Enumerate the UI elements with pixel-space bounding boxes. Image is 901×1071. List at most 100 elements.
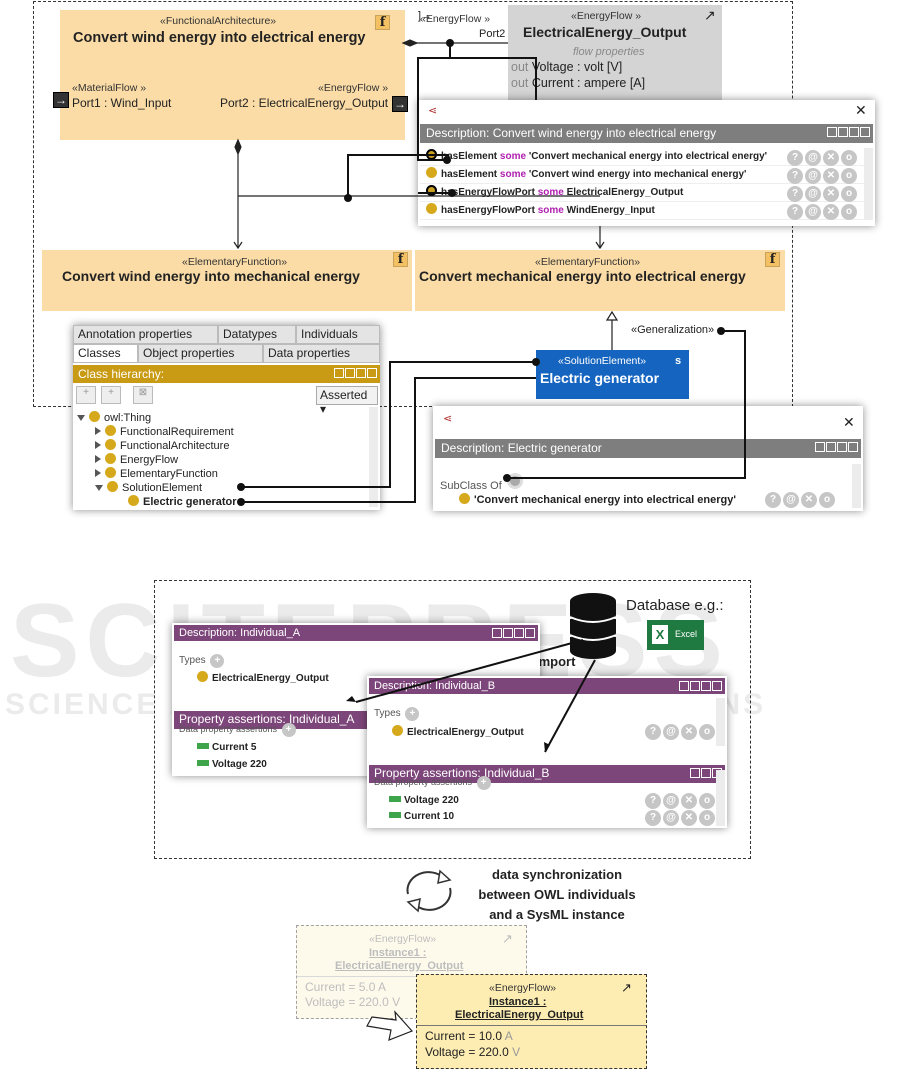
tab-data-properties[interactable]: Data properties — [263, 344, 380, 363]
type-item[interactable]: ElectricalEnergy_Output — [197, 671, 329, 684]
classes-panel[interactable]: Annotation properties Datatypes Individu… — [73, 325, 380, 510]
row-buttons[interactable]: ?@✕o — [643, 724, 715, 740]
row-buttons[interactable]: ?@✕o — [785, 203, 857, 221]
row-buttons[interactable]: ?@✕o — [785, 185, 857, 203]
database-label: Database e.g.: — [626, 597, 724, 614]
class-dot-icon — [426, 149, 437, 160]
list-item[interactable]: hasElement some 'Convert wind energy int… — [420, 166, 873, 184]
tree-item-solution-element[interactable]: SolutionElement — [95, 481, 202, 494]
tree-item-functional-architecture[interactable]: FunctionalArchitecture — [95, 439, 229, 452]
row-buttons[interactable]: ?@✕o — [763, 492, 835, 508]
tab-classes[interactable]: Classes — [73, 344, 138, 363]
subclass-item[interactable]: 'Convert mechanical energy into electric… — [459, 493, 736, 506]
list-item[interactable]: hasEnergyFlowPort some WindEnergy_Input?… — [420, 202, 873, 220]
data-property-icon — [389, 812, 401, 818]
database-frame — [154, 580, 751, 859]
material-flow-stereotype: «MaterialFlow » — [72, 82, 147, 94]
property-header-text: Property assertions: Individual_B — [374, 766, 550, 780]
list-item[interactable]: Voltage 220 — [389, 795, 459, 806]
elementary-function-mechanical-block[interactable]: «ElementaryFunction» Convert mechanical … — [415, 250, 785, 311]
instance-old-stereotype: «EnergyFlow» — [369, 933, 437, 945]
row-buttons[interactable]: ?@✕o — [785, 167, 857, 185]
list-item[interactable]: hasElement some 'Convert mechanical ener… — [420, 148, 873, 166]
function-badge-icon: f — [393, 252, 408, 267]
close-icon[interactable]: ✕ — [843, 414, 855, 430]
class-hierarchy-header: Class hierarchy: — [73, 365, 380, 383]
tree-item-owl-thing[interactable]: owl:Thing — [77, 411, 151, 424]
elementary-function-wind-block[interactable]: «ElementaryFunction» Convert wind energy… — [42, 250, 412, 311]
row-buttons[interactable]: ?@✕o — [643, 793, 715, 809]
tab-datatypes[interactable]: Datatypes — [218, 325, 296, 344]
tree-item-electric-generator[interactable]: Electric generator — [128, 495, 237, 508]
protege-logo-icon: ⋖ — [443, 413, 453, 425]
asserted-dropdown[interactable]: Asserted ▾ — [316, 386, 378, 416]
functional-architecture-block[interactable]: «FunctionalArchitecture» Convert wind en… — [60, 10, 405, 140]
header-window-buttons[interactable] — [827, 127, 870, 137]
add-type-button[interactable]: + — [405, 707, 420, 721]
row-buttons[interactable]: ?@✕o — [643, 810, 715, 826]
individual-b-description-header: Description: Individual_B — [369, 678, 725, 694]
data-property-assertions-label: Data property assertions + — [374, 776, 491, 790]
scrollbar[interactable] — [864, 148, 873, 220]
ef1-stereotype: «ElementaryFunction» — [182, 256, 288, 268]
se-stereotype: «SolutionElement» — [558, 355, 647, 367]
port1-icon[interactable]: → — [53, 92, 69, 108]
add-type-button[interactable]: + — [210, 654, 225, 668]
scrollbar[interactable] — [716, 698, 725, 746]
instance-new-block[interactable]: «EnergyFlow» ↗ Instance1 : ElectricalEne… — [416, 974, 647, 1069]
header-window-buttons[interactable] — [679, 681, 722, 691]
tree-item-elementary-function[interactable]: ElementaryFunction — [95, 467, 218, 480]
instance-old-name: Instance1 : — [369, 947, 427, 959]
individual-b-panel[interactable]: Description: Individual_B Types + Electr… — [367, 676, 727, 828]
class-dot-icon — [426, 185, 437, 196]
header-window-buttons[interactable] — [815, 442, 858, 452]
electrical-energy-output-block[interactable]: «EnergyFlow » ↗ ElectricalEnergy_Output … — [508, 5, 722, 100]
tree-item-energy-flow[interactable]: EnergyFlow — [95, 453, 178, 466]
close-icon[interactable]: ✕ — [855, 102, 867, 118]
add-assertion-button[interactable]: + — [476, 776, 491, 790]
excel-icon: X — [652, 625, 668, 644]
instance-new-name: Instance1 : — [489, 996, 547, 1008]
arrow-icon: ↗ — [502, 931, 513, 946]
energy-flow-stereotype: «EnergyFlow » — [318, 82, 389, 94]
type-item[interactable]: ElectricalEnergy_Output — [392, 725, 524, 738]
description-header-text: Description: Convert wind energy into el… — [426, 126, 717, 140]
excel-label: Excel — [675, 629, 698, 639]
add-subclass-button[interactable] — [506, 473, 523, 489]
description-panel-generator[interactable]: ⋖ ✕ Description: Electric generator SubC… — [433, 406, 863, 511]
external-port-stereotype: «EnergyFlow » — [420, 13, 491, 25]
add-subclass-icon[interactable]: + — [76, 386, 96, 404]
class-dot-icon — [459, 493, 470, 504]
list-item[interactable]: Current 10 — [389, 811, 454, 822]
generalization-label: «Generalization» — [631, 324, 715, 336]
tree-item-functional-requirement[interactable]: FunctionalRequirement — [95, 425, 234, 438]
property-header-text: Property assertions: Individual_A — [179, 712, 355, 726]
tab-object-properties[interactable]: Object properties — [138, 344, 263, 363]
instance-new-current: Current = 10.0 A — [425, 1029, 513, 1043]
list-item[interactable]: Current 5 — [197, 742, 256, 753]
description-header-text: Description: Electric generator — [441, 441, 602, 455]
port2-icon[interactable]: → — [392, 96, 408, 112]
list-item[interactable]: hasEnergyFlowPort some ElectricalEnergy_… — [420, 184, 873, 202]
tab-annotation-properties[interactable]: Annotation properties — [73, 325, 218, 344]
add-assertion-button[interactable]: + — [281, 723, 296, 737]
instance-new-voltage: Voltage = 220.0 V — [425, 1045, 521, 1059]
scrollbar[interactable] — [369, 407, 378, 507]
se-title: Electric generator — [540, 370, 660, 386]
header-window-buttons[interactable] — [492, 628, 535, 638]
ef1-title: Convert wind energy into mechanical ener… — [62, 268, 360, 284]
scrollbar[interactable] — [716, 770, 725, 826]
row-buttons[interactable]: ?@✕o — [785, 149, 857, 167]
instance-old-voltage: Voltage = 220.0 V — [305, 995, 401, 1009]
delete-class-icon[interactable]: ⊠ — [133, 386, 153, 404]
tab-individuals[interactable]: Individuals — [296, 325, 380, 344]
description-panel-fa[interactable]: ⋖ ✕ Description: Convert wind energy int… — [418, 100, 875, 226]
database-icon — [568, 591, 618, 659]
scrollbar[interactable] — [852, 464, 861, 508]
header-window-buttons[interactable] — [334, 368, 377, 378]
solution-element-block[interactable]: «SolutionElement» s Electric generator — [536, 350, 689, 399]
list-item[interactable]: Voltage 220 — [197, 759, 267, 770]
add-sibling-icon[interactable]: + — [101, 386, 121, 404]
description-header-text: Description: Individual_B — [374, 680, 496, 692]
instance-new-stereotype: «EnergyFlow» — [489, 982, 557, 994]
